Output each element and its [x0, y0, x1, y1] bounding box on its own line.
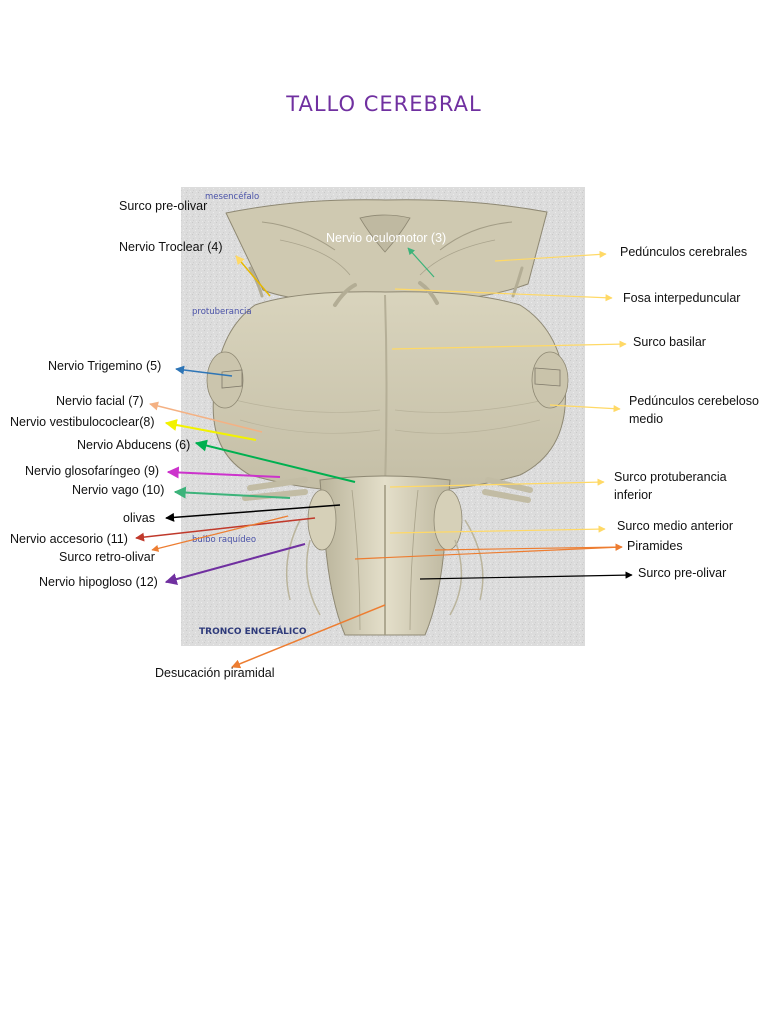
arrow-glosofaringeo	[166, 466, 281, 479]
label-surco-preolivar-top: Surco pre-olivar	[119, 199, 208, 213]
label-surco-retro-olivar: Surco retro-olivar	[59, 550, 155, 564]
arrow-surco-basilar	[391, 340, 627, 350]
arrow-piramides-1	[354, 543, 623, 560]
arrow-trigemino	[175, 365, 233, 377]
label-nervio-trigemino: Nervio Trigemino (5)	[48, 359, 162, 373]
label-surco-preolivar-right: Surco pre-olivar	[638, 566, 727, 580]
arrow-pedunculo-cerebeloso	[549, 404, 621, 413]
page-title: TALLO CEREBRAL	[286, 92, 482, 116]
label-nervio-glosofaringeo: Nervio glosofaríngeo (9)	[25, 464, 160, 478]
protuberancia-label: protuberancia	[192, 307, 252, 317]
label-olivas: olivas	[123, 511, 155, 525]
label-fosa-interpeduncular: Fosa interpeduncular	[623, 291, 741, 305]
arrow-accesorio	[135, 517, 316, 542]
arrow-fosa	[394, 288, 613, 302]
label-surco-basilar: Surco basilar	[633, 335, 706, 349]
arrow-pedunculos-cerebrales	[494, 250, 607, 262]
arrow-retro-olivar	[151, 515, 289, 552]
label-nervio-facial: Nervio facial (7)	[56, 394, 144, 408]
label-surco-protuberancia-inferior: Surco protuberancia inferior	[614, 470, 727, 502]
arrow-oculomotor	[407, 247, 435, 278]
label-nervio-hipogloso: Nervio hipogloso (12)	[39, 575, 158, 589]
tronco-label: TRONCO ENCEFÁLICO	[199, 625, 307, 637]
arrow-medio-anterior	[389, 525, 606, 534]
arrow-preolivar-right	[419, 571, 633, 580]
label-pedunculos-cerebrales: Pedúnculos cerebrales	[620, 245, 748, 259]
mesencefalo-label: mesencéfalo	[205, 191, 259, 202]
arrow-facial	[149, 401, 263, 433]
label-piramides: Piramides	[627, 539, 683, 553]
arrow-vago	[173, 486, 291, 499]
label-nervio-vago: Nervio vago (10)	[72, 483, 165, 497]
arrow-vestibulococlear	[164, 419, 257, 441]
label-pedunculos-cerebeloso-medio: Pedúnculos cerebeloso medio	[629, 394, 759, 426]
label-nervio-oculomotor: Nervio oculomotor (3)	[326, 231, 447, 245]
label-nervio-accesorio: Nervio accesorio (11)	[10, 532, 128, 546]
label-surco-medio-anterior: Surco medio anterior	[617, 519, 734, 533]
arrow-hipogloso	[164, 543, 306, 585]
bulbo-label: bulbo raquídeo	[192, 535, 256, 545]
arrow-abducens	[194, 439, 356, 483]
arrow-troclear	[235, 255, 271, 297]
label-nervio-abducens: Nervio Abducens (6)	[77, 438, 191, 452]
arrow-olivas	[165, 504, 341, 522]
arrow-piramides-2	[434, 543, 623, 551]
arrow-protuberancia-inferior	[389, 478, 605, 488]
brainstem-illustration	[206, 199, 569, 636]
label-desucacion-piramidal: Desucación piramidal	[155, 666, 275, 680]
label-nervio-vestibulococlear: Nervio vestibulococlear(8)	[10, 415, 155, 429]
arrow-desucacion	[231, 604, 386, 669]
label-nervio-troclear: Nervio Troclear (4)	[119, 240, 223, 254]
